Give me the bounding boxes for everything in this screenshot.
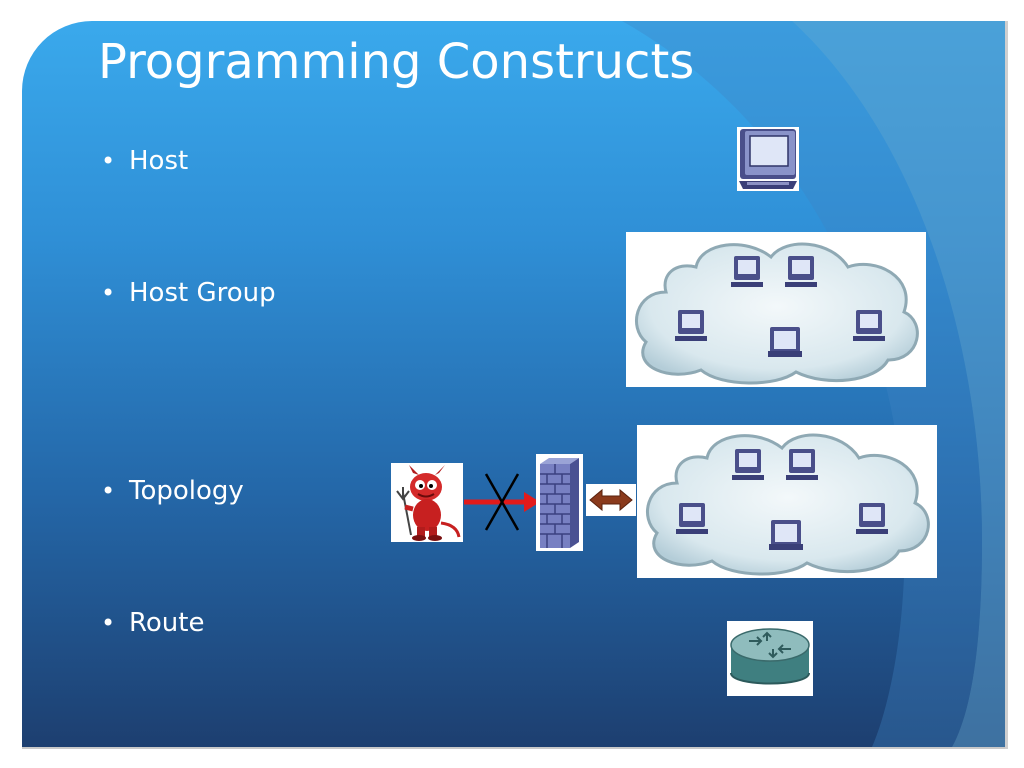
bullet-marker: • xyxy=(101,609,116,637)
bullet-route: • Route xyxy=(101,608,204,638)
bidirectional-arrow-icon xyxy=(586,484,636,516)
cloud-host-1 xyxy=(731,256,763,287)
bullet-host-group: • Host Group xyxy=(101,278,276,308)
bullet-label: Host Group xyxy=(129,278,276,308)
slide-shadow-bottom xyxy=(22,747,1007,749)
topology-cloud-icon xyxy=(637,425,937,578)
bsd-daemon-icon xyxy=(391,463,463,542)
background-swoosh xyxy=(622,21,1005,747)
slide-shadow-right xyxy=(1005,21,1008,749)
bullet-label: Host xyxy=(129,146,189,176)
bullet-host: • Host xyxy=(101,146,188,176)
firewall-icon xyxy=(536,454,583,551)
bullet-topology: • Topology xyxy=(101,476,244,506)
bullet-label: Topology xyxy=(129,476,244,506)
bullet-label: Route xyxy=(129,608,205,638)
bullet-marker: • xyxy=(101,279,116,307)
host-group-cloud-icon xyxy=(626,232,926,387)
slide-title: Programming Constructs xyxy=(98,34,695,90)
router-icon xyxy=(727,621,813,696)
bullet-marker: • xyxy=(101,147,116,175)
bullet-marker: • xyxy=(101,477,116,505)
host-computer-icon xyxy=(737,127,799,191)
blocked-red-arrow-icon xyxy=(464,473,540,531)
